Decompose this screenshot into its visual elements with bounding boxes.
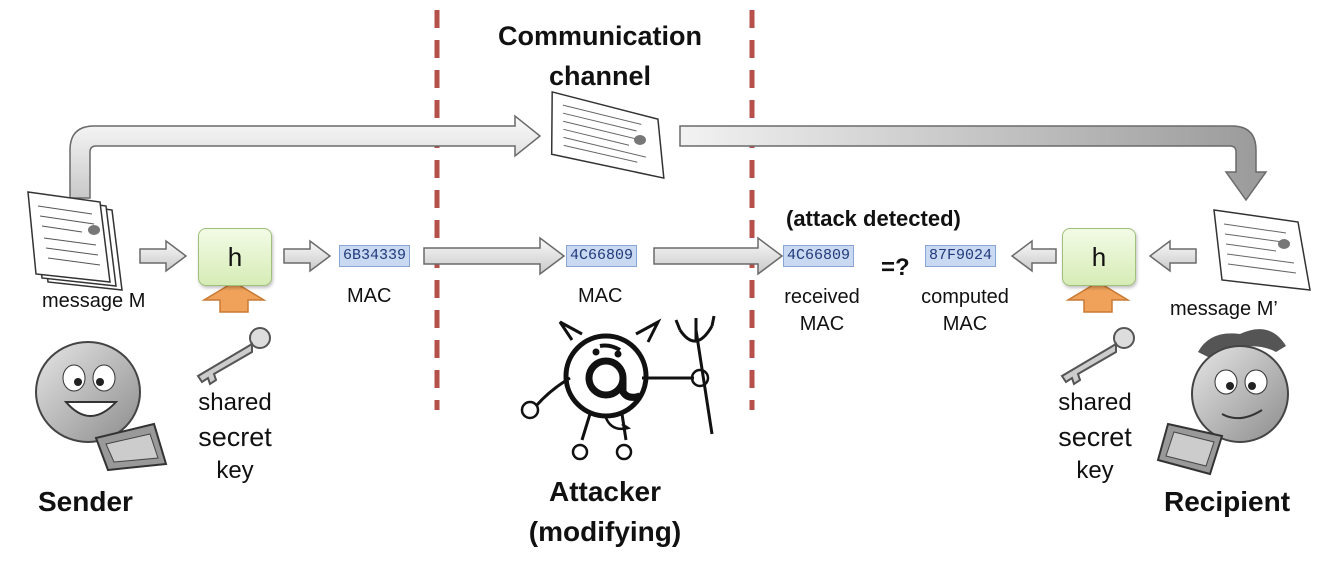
- sender-avatar: [35, 341, 168, 472]
- key-input-arrow-recipient: [1065, 281, 1131, 313]
- h-function-label: h: [1091, 241, 1107, 272]
- key-text-line-1: shared: [1058, 389, 1132, 416]
- arrow-h-to-computed-mac: [1010, 239, 1057, 273]
- key-text-line-2: secret: [198, 422, 272, 452]
- h-function-box-recipient: h: [1062, 228, 1136, 286]
- h-function-label: h: [227, 241, 243, 272]
- attack-detected-label: (attack detected): [786, 206, 961, 231]
- arrow-mac-to-attacker: [423, 236, 566, 276]
- arrow-message-to-h: [139, 239, 188, 273]
- key-text-line-2: secret: [1058, 422, 1132, 452]
- message-flow-arrow-top-right: [679, 125, 1268, 202]
- arrow-message-to-h-recipient: [1148, 239, 1197, 273]
- sender-label: Sender: [38, 486, 133, 517]
- message-m-label: message M: [42, 290, 146, 312]
- channel-document-icon: [550, 90, 665, 180]
- message-flow-arrow-top-left: [69, 114, 542, 199]
- channel-title: Communication channel: [497, 21, 702, 91]
- sender-mac-label: MAC: [347, 285, 392, 307]
- computed-mac-value: 87F9024: [925, 245, 997, 267]
- shared-secret-key-sender: shared secret key: [180, 386, 290, 488]
- key-text-line-3: key: [1076, 457, 1114, 484]
- shared-secret-key-recipient: shared secret key: [1040, 386, 1150, 488]
- sender-mac-value: 6B34339: [339, 245, 411, 267]
- attacker-figure: [520, 315, 716, 461]
- arrow-attacker-to-recipient: [653, 236, 784, 276]
- message-m-prime-label: message M’: [1170, 298, 1278, 320]
- key-text-line-1: shared: [198, 389, 272, 416]
- message-m-prime-document-icon: [1213, 209, 1311, 291]
- key-icon-sender: [196, 327, 271, 386]
- attacker-mac-label: MAC: [578, 285, 623, 307]
- key-text-line-3: key: [216, 457, 254, 484]
- recipient-label: Recipient: [1164, 486, 1291, 517]
- attacker-label: Attacker (modifying): [528, 476, 682, 547]
- computed-mac-label: computed MAC: [921, 286, 1009, 335]
- key-icon-recipient: [1060, 327, 1135, 386]
- h-function-box-sender: h: [198, 228, 272, 286]
- received-mac-label: received MAC: [784, 286, 860, 335]
- comparison-operator: =?: [881, 254, 910, 281]
- attacker-mac-value: 4C66809: [566, 245, 638, 267]
- received-mac-value: 4C66809: [783, 245, 855, 267]
- message-m-document-icon: [27, 191, 123, 291]
- arrow-h-to-mac: [283, 239, 332, 273]
- recipient-avatar: [1156, 329, 1289, 476]
- key-input-arrow-sender: [201, 281, 267, 313]
